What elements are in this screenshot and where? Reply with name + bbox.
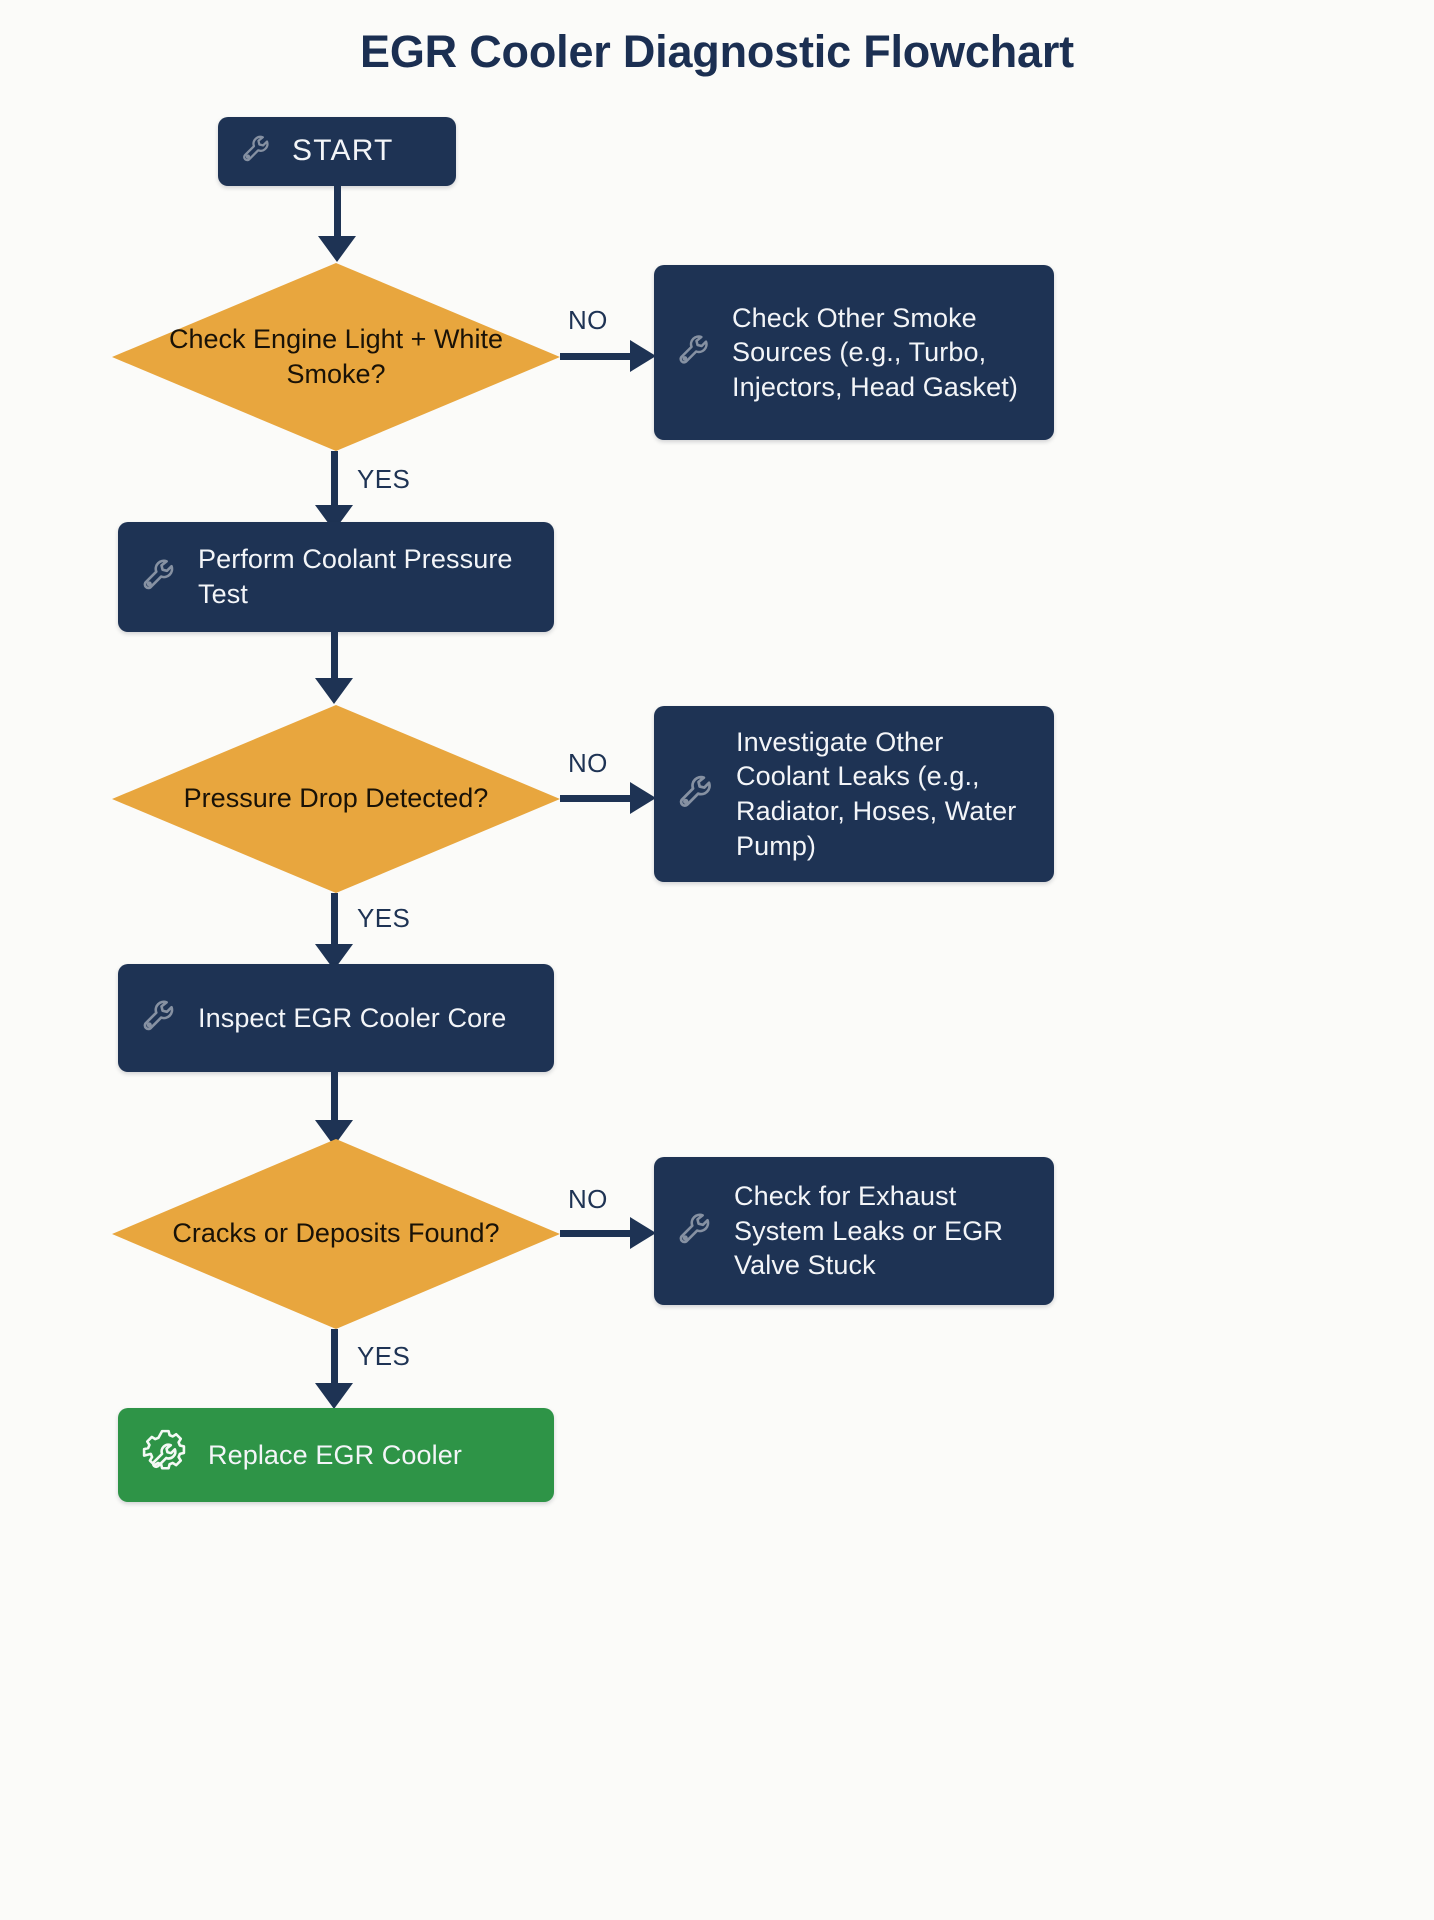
edge-d3-no-label: NO — [568, 1184, 608, 1214]
node-no2-label: Investigate Other Coolant Leaks (e.g., R… — [736, 726, 1017, 861]
edge-d1-no-label: NO — [568, 305, 608, 335]
node-result-label: Replace EGR Cooler — [208, 1439, 462, 1470]
node-inspect-egr-cooler-core[interactable]: Inspect EGR Cooler Core — [118, 964, 554, 1072]
edge-d1-yes-line — [331, 451, 338, 513]
node-perform-coolant-pressure-test[interactable]: Perform Coolant Pressure Test — [118, 522, 554, 632]
edge-p2-to-d3-line — [331, 1072, 338, 1128]
wrench-icon — [676, 1208, 718, 1255]
node-decision-check-engine-light[interactable]: Check Engine Light + White Smoke? — [112, 263, 560, 451]
edge-start-to-decision1-arrow — [318, 236, 356, 262]
edge-d3-yes-arrow — [315, 1383, 353, 1409]
edge-d2-yes-label: YES — [357, 903, 411, 933]
edge-d2-no-label: NO — [568, 748, 608, 778]
node-check-other-smoke-sources[interactable]: Check Other Smoke Sources (e.g., Turbo, … — [654, 265, 1054, 440]
edge-d2-no-arrow — [630, 782, 656, 814]
node-start[interactable]: START — [218, 117, 456, 186]
edge-d3-no-line — [560, 1230, 638, 1237]
wrench-icon — [676, 770, 720, 819]
edge-d3-yes-line — [331, 1329, 338, 1391]
wrench-icon — [676, 330, 716, 375]
edge-d3-yes-label: YES — [357, 1341, 411, 1371]
wrench-icon — [240, 131, 276, 172]
wrench-icon — [140, 995, 182, 1042]
edge-d1-no-line — [560, 353, 638, 360]
gear-wrench-icon — [140, 1427, 192, 1484]
node-decision3-label: Cracks or Deposits Found? — [172, 1218, 500, 1249]
node-decision-pressure-drop[interactable]: Pressure Drop Detected? — [112, 705, 560, 893]
node-process2-label: Inspect EGR Cooler Core — [198, 1002, 507, 1033]
page-title: EGR Cooler Diagnostic Flowchart — [360, 26, 1074, 77]
node-process1-label: Perform Coolant Pressure Test — [198, 544, 513, 609]
node-replace-egr-cooler[interactable]: Replace EGR Cooler — [118, 1408, 554, 1502]
node-no3-label: Check for Exhaust System Leaks or EGR Va… — [734, 1181, 1003, 1281]
edge-d1-yes-label: YES — [357, 464, 411, 494]
node-investigate-other-coolant-leaks[interactable]: Investigate Other Coolant Leaks (e.g., R… — [654, 706, 1054, 882]
edge-d2-no-line — [560, 795, 638, 802]
edge-d3-no-arrow — [630, 1217, 656, 1249]
edge-p1-to-d2-line — [331, 632, 338, 686]
edge-p1-to-d2-arrow — [315, 678, 353, 704]
node-start-label: START — [292, 134, 394, 168]
edge-start-to-decision1-line — [334, 186, 341, 242]
edge-d1-no-arrow — [630, 340, 656, 372]
node-decision-cracks-or-deposits[interactable]: Cracks or Deposits Found? — [112, 1139, 560, 1329]
node-decision1-label: Check Engine Light + White Smoke? — [169, 323, 503, 389]
node-check-exhaust-system-leaks[interactable]: Check for Exhaust System Leaks or EGR Va… — [654, 1157, 1054, 1305]
wrench-icon — [140, 554, 182, 601]
node-decision2-label: Pressure Drop Detected? — [183, 783, 489, 814]
node-no1-label: Check Other Smoke Sources (e.g., Turbo, … — [732, 302, 1018, 402]
edge-d2-yes-line — [331, 893, 338, 951]
